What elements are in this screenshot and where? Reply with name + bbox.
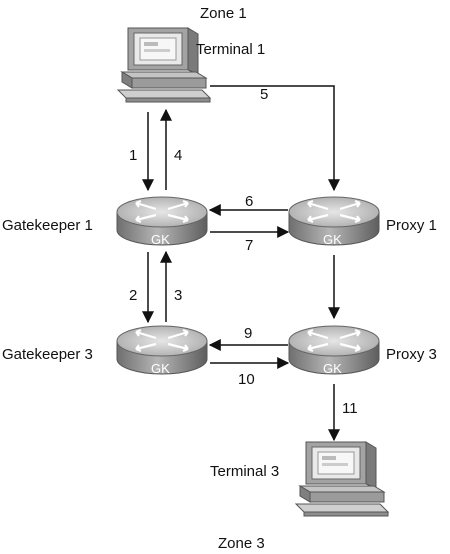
gatekeeper-1-router-icon: GK bbox=[115, 195, 209, 247]
proxy-1-router-icon: GK bbox=[287, 195, 381, 247]
proxy-3-badge: GK bbox=[323, 361, 342, 376]
step-label-2: 2 bbox=[129, 287, 137, 304]
step-label-4: 4 bbox=[174, 147, 182, 164]
zone-1-label: Zone 1 bbox=[200, 5, 247, 22]
step-label-9: 9 bbox=[244, 325, 252, 342]
proxy-3-router-icon: GK bbox=[287, 324, 381, 376]
gatekeeper-1-label: Gatekeeper 1 bbox=[2, 217, 93, 234]
proxy-1-label: Proxy 1 bbox=[386, 217, 437, 234]
step-label-7: 7 bbox=[245, 237, 253, 254]
gatekeeper-3-label: Gatekeeper 3 bbox=[2, 346, 93, 363]
gatekeeper-3-router-icon: GK bbox=[115, 324, 209, 376]
step-label-5: 5 bbox=[260, 86, 268, 103]
gatekeeper-3-badge: GK bbox=[151, 361, 170, 376]
arrow-step-5 bbox=[210, 85, 340, 192]
terminal-3-label: Terminal 3 bbox=[210, 463, 279, 480]
step-label-6: 6 bbox=[245, 193, 253, 210]
terminal-3-computer-icon bbox=[295, 441, 389, 517]
step-label-11: 11 bbox=[342, 400, 358, 417]
gatekeeper-1-badge: GK bbox=[151, 232, 170, 247]
proxy-1-badge: GK bbox=[323, 232, 342, 247]
step-label-10: 10 bbox=[238, 371, 255, 388]
step-label-1: 1 bbox=[129, 147, 137, 164]
step-label-3: 3 bbox=[174, 287, 182, 304]
proxy-3-label: Proxy 3 bbox=[386, 346, 437, 363]
zone-3-label: Zone 3 bbox=[218, 535, 265, 552]
terminal-1-computer-icon bbox=[117, 27, 211, 103]
terminal-1-label: Terminal 1 bbox=[196, 41, 265, 58]
